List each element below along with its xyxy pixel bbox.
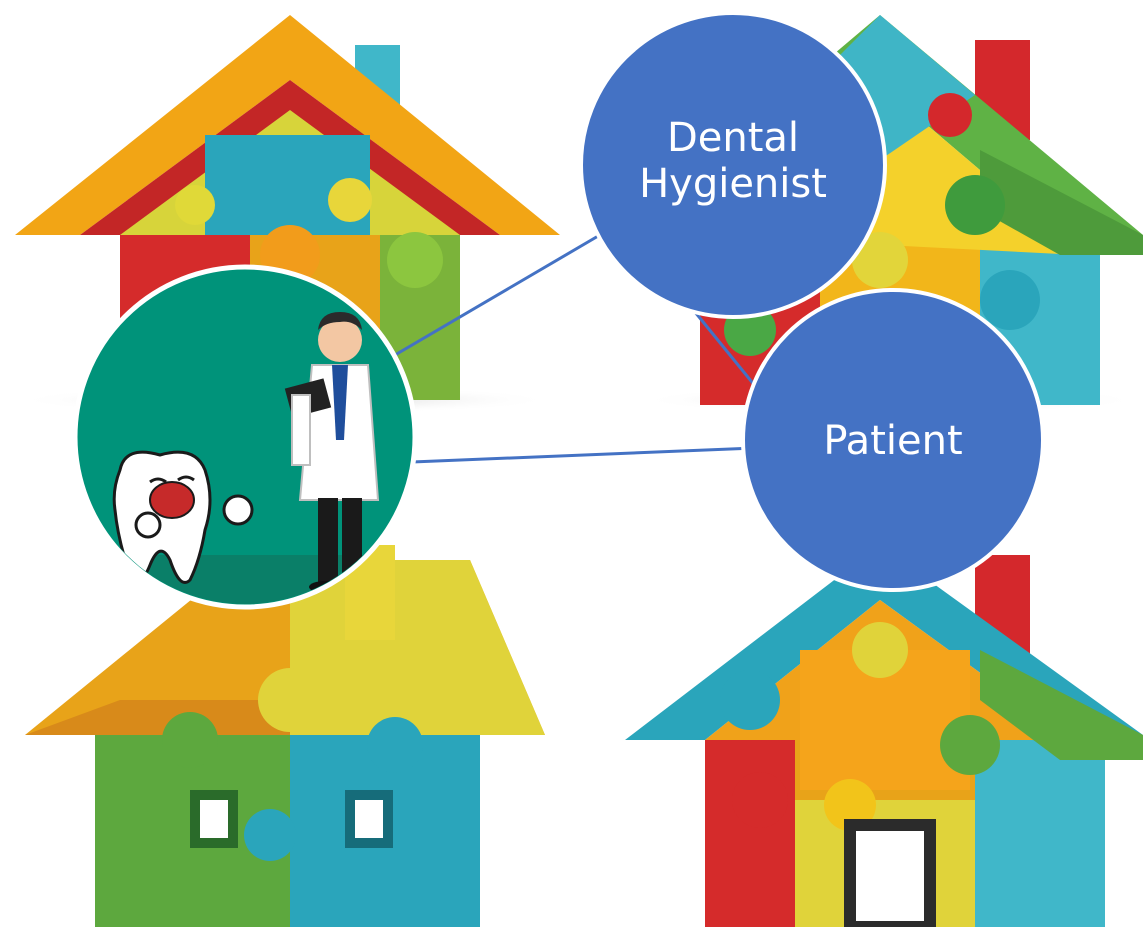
- house-bottom-right: [625, 545, 1143, 927]
- patient-node: [741, 288, 1045, 592]
- tooth-icon: [112, 450, 254, 584]
- professional-node: [72, 264, 418, 610]
- connectors: [394, 230, 762, 464]
- edge-professional-hygienist: [394, 230, 606, 357]
- edge-professional-patient: [411, 446, 756, 464]
- house-bottom-left: [25, 545, 545, 927]
- edge-hygienist-patient: [693, 311, 762, 393]
- dental-hygienist-node: [579, 11, 887, 319]
